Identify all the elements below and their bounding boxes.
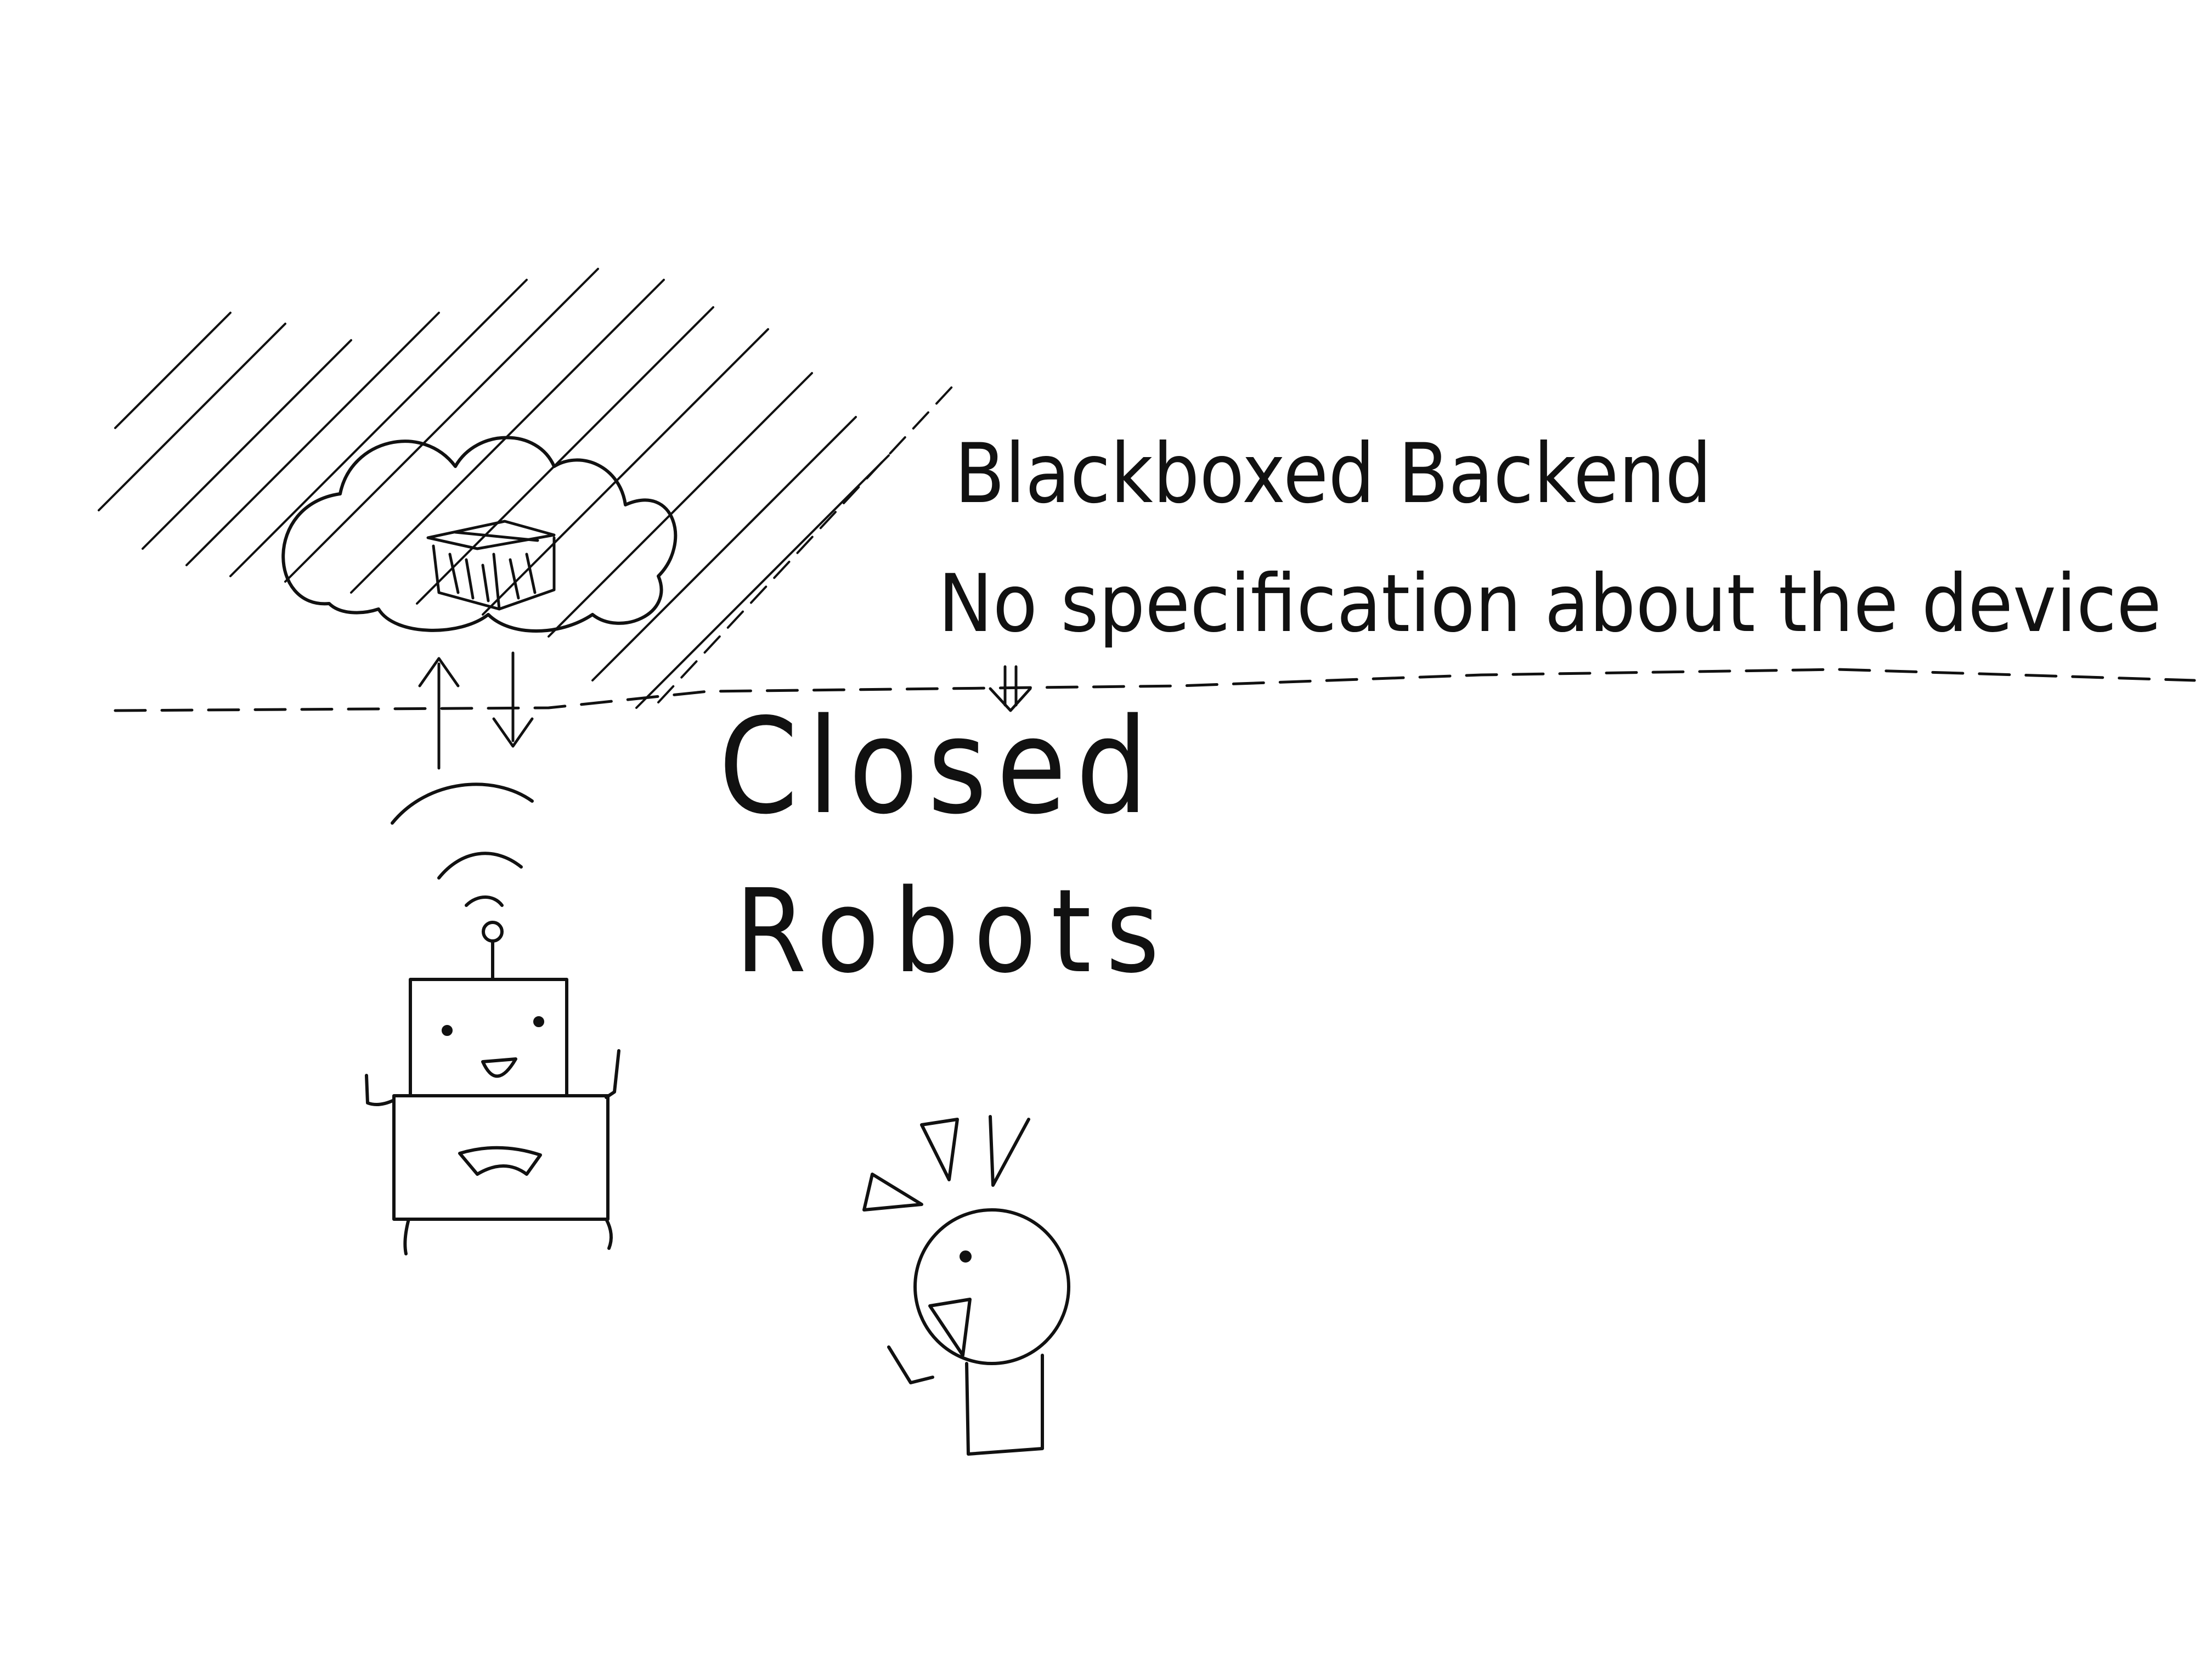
cloud-icon xyxy=(281,436,678,633)
robots-label: Robots xyxy=(735,864,1174,999)
double-down-arrow-icon xyxy=(989,665,1032,712)
backend-title: Blackboxed Backend xyxy=(955,426,1712,522)
wifi-signal-icon xyxy=(391,782,534,907)
blackbox-hatching xyxy=(98,268,956,709)
closed-label: Closed xyxy=(719,690,1158,843)
down-arrow-icon xyxy=(492,651,534,748)
exclamation-marks-icon xyxy=(862,1115,1030,1212)
person-icon xyxy=(887,1208,1070,1456)
robot-icon xyxy=(365,921,620,1255)
blackbox-boundary-line xyxy=(114,668,2196,712)
backend-note: No specification about the device xyxy=(938,557,2162,650)
box-icon xyxy=(426,520,556,611)
up-arrow-icon xyxy=(418,657,460,770)
